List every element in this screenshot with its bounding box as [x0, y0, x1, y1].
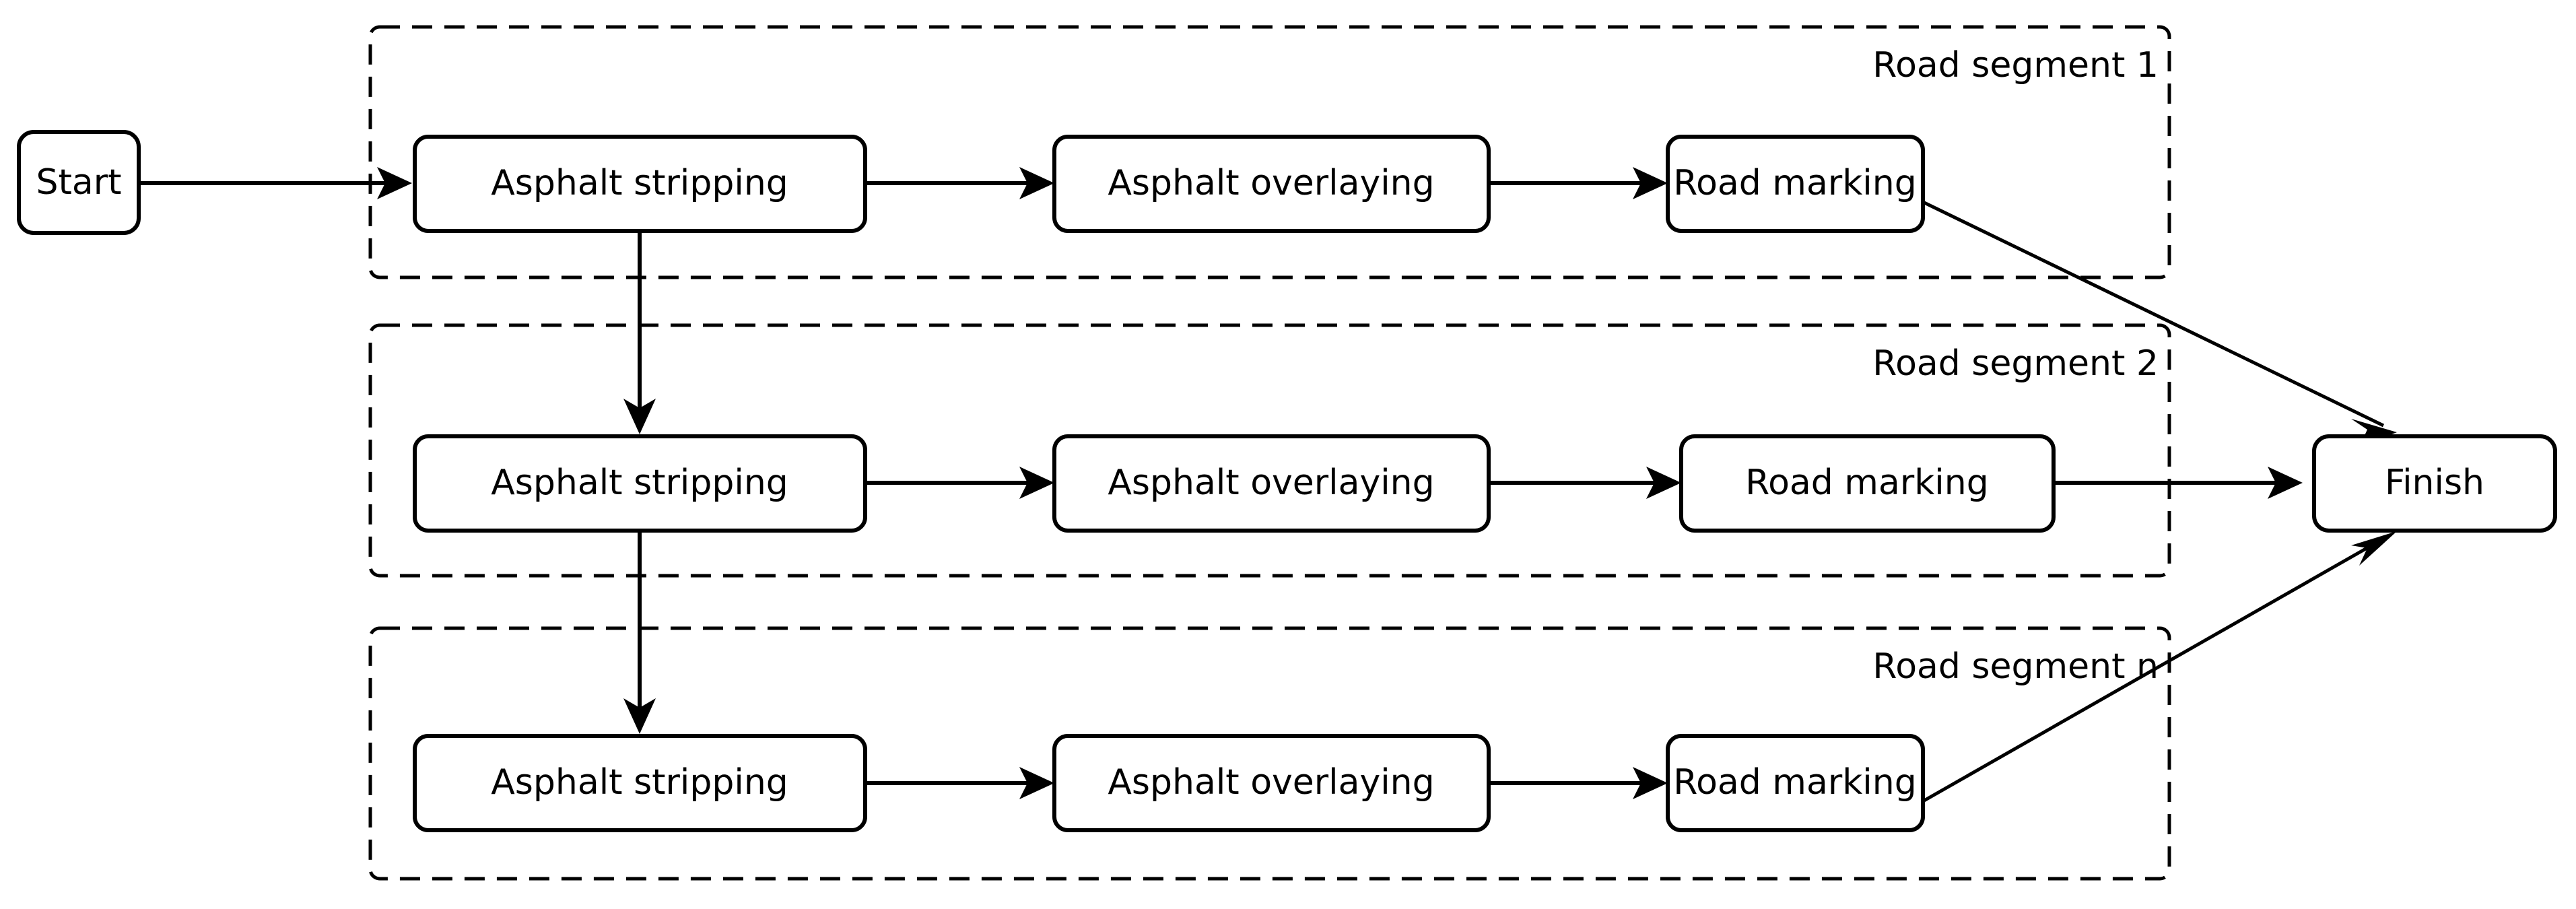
node-s1-marking[interactable]: Road marking	[1666, 135, 1925, 233]
segment-2-boundary	[368, 323, 2171, 578]
arrow-head-icon	[1019, 167, 1054, 199]
finish-node-label: Finish	[2385, 463, 2484, 503]
sn-overlaying-label: Asphalt overlaying	[1108, 762, 1434, 803]
edge-start-to-s1-stripping	[139, 167, 412, 199]
edge-s1-overlaying-to-s1-marking	[1488, 167, 1668, 199]
sn-marking-label: Road marking	[1673, 762, 1916, 803]
node-start[interactable]: Start	[17, 130, 141, 235]
s2-marking-shape[interactable]	[1679, 434, 2056, 533]
segment-1-boundary	[368, 25, 2171, 279]
group-segment-1: Road segment 1	[368, 25, 2171, 279]
s2-overlaying-shape[interactable]	[1052, 434, 1491, 533]
arrow-head-icon	[2351, 531, 2397, 566]
arrow-head-icon	[1633, 167, 1668, 199]
s1-marking-label: Road marking	[1673, 163, 1916, 203]
sn-overlaying-shape[interactable]	[1052, 734, 1491, 832]
node-finish[interactable]: Finish	[2312, 434, 2557, 533]
edge-s2-stripping-to-sn-stripping	[623, 530, 656, 734]
arrow-head-icon	[377, 167, 412, 199]
start-node-label: Start	[36, 162, 121, 203]
segment-n-label: Road segment n	[1872, 646, 2159, 687]
segment-1-label: Road segment 1	[1872, 45, 2159, 86]
edge-sn-marking-to-finish	[1922, 531, 2397, 803]
arrow-head-icon	[2268, 467, 2303, 499]
edge-s2-overlaying-to-s2-marking	[1488, 467, 1681, 499]
arrow-head-icon	[1646, 467, 1681, 499]
node-s1-overlaying[interactable]: Asphalt overlaying	[1052, 135, 1491, 233]
node-s2-stripping[interactable]: Asphalt stripping	[413, 434, 867, 533]
edge-s2-stripping-to-s2-overlaying	[865, 467, 1054, 499]
s2-marking-label: Road marking	[1745, 463, 1988, 503]
start-node-shape[interactable]	[17, 130, 141, 235]
arrow-head-icon	[1019, 467, 1054, 499]
s1-marking-shape[interactable]	[1666, 135, 1925, 233]
s2-stripping-shape[interactable]	[413, 434, 867, 533]
segment-2-label: Road segment 2	[1872, 343, 2159, 384]
s1-stripping-shape[interactable]	[413, 135, 867, 233]
s1-stripping-label: Asphalt stripping	[491, 163, 788, 203]
s2-overlaying-label: Asphalt overlaying	[1108, 463, 1434, 503]
s1-overlaying-shape[interactable]	[1052, 135, 1491, 233]
s1-overlaying-label: Asphalt overlaying	[1108, 163, 1434, 203]
node-sn-marking[interactable]: Road marking	[1666, 734, 1925, 832]
node-s2-overlaying[interactable]: Asphalt overlaying	[1052, 434, 1491, 533]
node-sn-stripping[interactable]: Asphalt stripping	[413, 734, 867, 832]
finish-node-shape[interactable]	[2312, 434, 2557, 533]
edge-s1-stripping-to-s2-stripping	[623, 231, 656, 434]
group-segment-n: Road segment n	[368, 626, 2171, 881]
sn-stripping-label: Asphalt stripping	[491, 762, 788, 803]
segment-n-boundary	[368, 626, 2171, 881]
arrow-head-icon	[623, 698, 656, 734]
sn-marking-shape[interactable]	[1666, 734, 1925, 832]
s2-stripping-label: Asphalt stripping	[491, 463, 788, 503]
edge-sn-stripping-to-sn-overlaying	[865, 767, 1054, 799]
arrow-head-icon	[1019, 767, 1054, 799]
arrow-head-icon	[1633, 767, 1668, 799]
edge-s1-stripping-to-s1-overlaying	[865, 167, 1054, 199]
arrow-head-icon	[623, 399, 656, 434]
node-s2-marking[interactable]: Road marking	[1679, 434, 2056, 533]
edge-sn-overlaying-to-sn-marking	[1488, 767, 1668, 799]
sn-stripping-shape[interactable]	[413, 734, 867, 832]
edge-s2-marking-to-finish	[2054, 467, 2303, 499]
group-segment-2: Road segment 2	[368, 323, 2171, 578]
node-s1-stripping[interactable]: Asphalt stripping	[413, 135, 867, 233]
node-sn-overlaying[interactable]: Asphalt overlaying	[1052, 734, 1491, 832]
